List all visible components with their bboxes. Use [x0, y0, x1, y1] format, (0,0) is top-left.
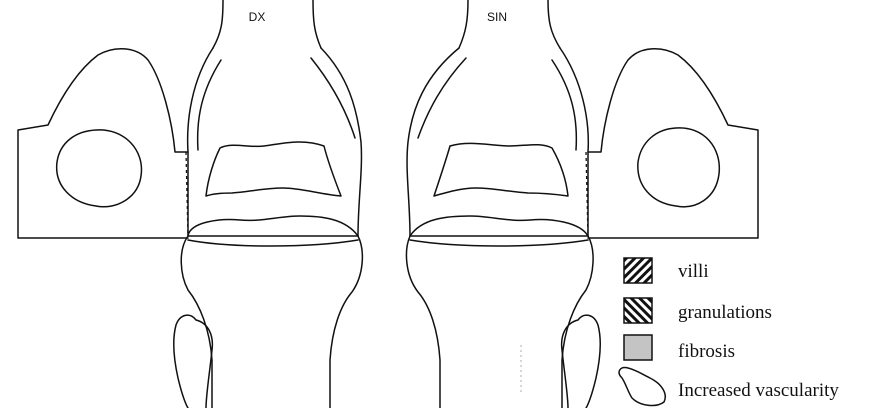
- legend-granulations-swatch: [624, 298, 652, 323]
- legend-villi-label: villi: [678, 261, 709, 282]
- legend-villi-swatch: [624, 258, 652, 283]
- right-meniscus: [188, 216, 358, 236]
- left-femur-condyle-inner-2: [418, 58, 466, 138]
- right-femur-condyle: [188, 48, 362, 236]
- left-tibia-upper-2: [562, 236, 593, 408]
- left-tibia-upper: [406, 236, 440, 408]
- right-femur-condyle-inner-2: [311, 58, 355, 138]
- legend-vascularity-blob: [619, 368, 665, 406]
- right-notch: [206, 142, 341, 196]
- right-femur-shaft-edge: [313, 0, 321, 48]
- right-femur-condyle-inner: [198, 60, 221, 150]
- left-notch: [434, 143, 568, 196]
- right-tibia-upper-2: [330, 236, 362, 408]
- right-suprapatellar-pouch: [18, 49, 188, 238]
- legend-vascularity-label: Increased vascularity: [678, 380, 839, 401]
- right-side-label: DX: [249, 10, 266, 24]
- legend-fibrosis-label: fibrosis: [678, 341, 735, 362]
- left-femur-condyle-inner: [552, 60, 576, 150]
- right-tibia-upper: [181, 236, 212, 408]
- left-tibial-plateau: [410, 240, 588, 246]
- legend-granulations-label: granulations: [678, 302, 772, 323]
- right-femur-shaft: [213, 0, 223, 48]
- left-suprapatellar-pouch: [588, 49, 758, 238]
- right-tibial-plateau: [188, 240, 358, 246]
- right-knee-drawing: DX: [18, 0, 362, 408]
- legend: villi granulations fibrosis Increased va…: [619, 258, 839, 405]
- left-femur-shaft-edge: [548, 0, 560, 48]
- right-patella: [57, 130, 142, 207]
- left-femur-shaft: [459, 0, 468, 48]
- left-side-label: SIN: [487, 10, 507, 24]
- left-patella: [638, 128, 719, 207]
- left-meniscus: [410, 216, 588, 236]
- legend-fibrosis-swatch: [624, 335, 652, 360]
